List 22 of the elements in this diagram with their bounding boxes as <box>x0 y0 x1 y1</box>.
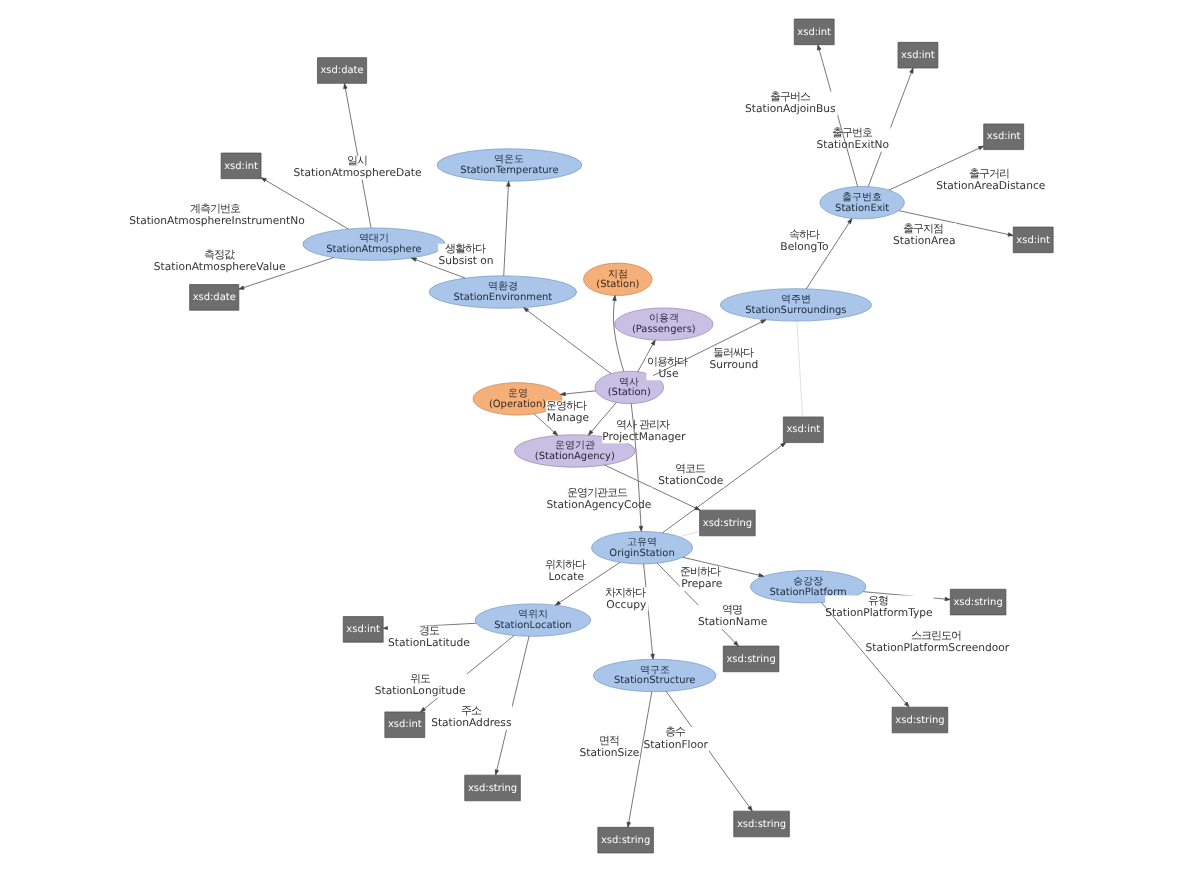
arrow <box>259 177 348 230</box>
arrow <box>887 145 984 191</box>
arrow <box>804 218 852 290</box>
arrow <box>611 295 624 372</box>
arrow <box>625 691 652 828</box>
arrow <box>897 210 1013 237</box>
arrow <box>532 413 558 436</box>
arrow <box>522 307 611 374</box>
arrow <box>559 390 596 397</box>
arrow <box>554 562 620 606</box>
arrow <box>636 339 655 373</box>
connector <box>678 530 699 538</box>
arrow <box>820 602 909 708</box>
arrow <box>681 556 764 578</box>
arrow <box>661 442 786 534</box>
arrow <box>587 402 616 436</box>
arrow <box>409 257 465 279</box>
arrow <box>502 180 510 277</box>
arrow <box>642 563 654 660</box>
arrow <box>237 257 334 290</box>
arrow <box>629 403 643 532</box>
arrow <box>603 464 700 511</box>
